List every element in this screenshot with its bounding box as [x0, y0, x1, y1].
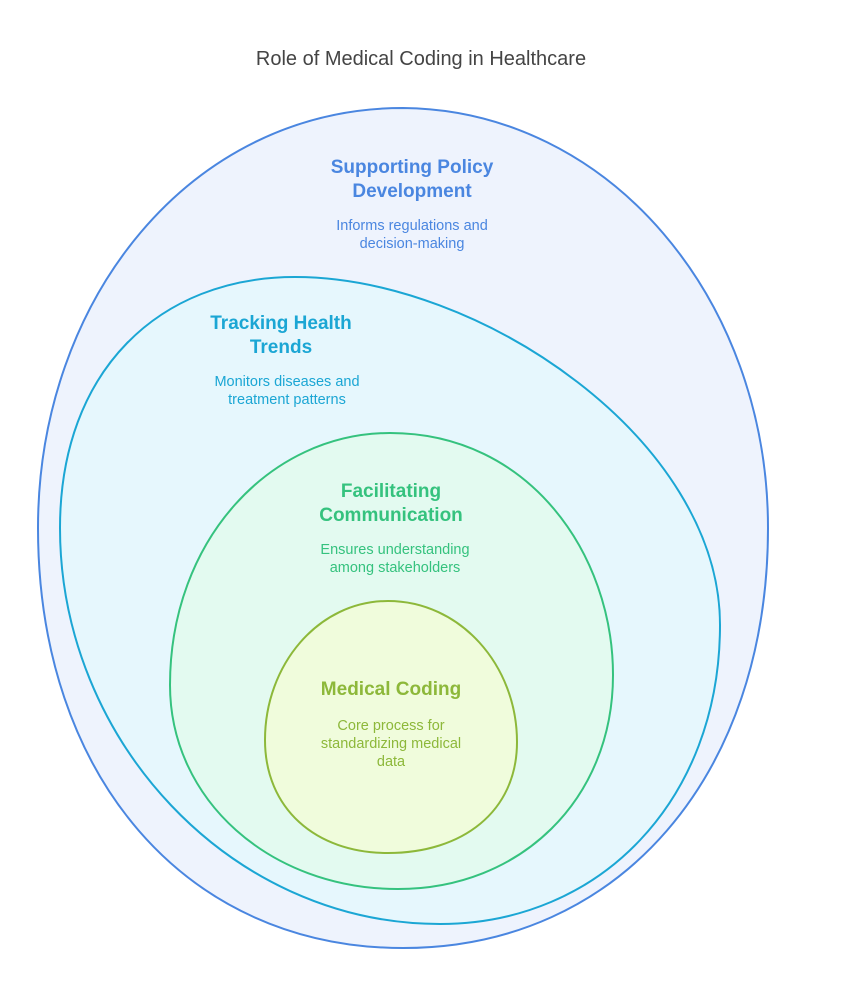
communication-description: Ensures understanding among stakeholders: [320, 542, 470, 576]
page-title: Role of Medical Coding in Healthcare: [255, 48, 587, 70]
communication-title: Facilitating Communication: [319, 481, 463, 526]
policy-title: Supporting Policy Development: [330, 157, 494, 202]
layer-coding-shape: [263, 599, 519, 855]
coding-description: Core process for standardizing medical d…: [320, 718, 462, 770]
trends-title: Tracking Health Trends: [210, 313, 352, 358]
coding-title: Medical Coding: [320, 679, 462, 700]
policy-description: Informs regulations and decision-making: [336, 218, 488, 252]
trends-description: Monitors diseases and treatment patterns: [214, 374, 360, 408]
